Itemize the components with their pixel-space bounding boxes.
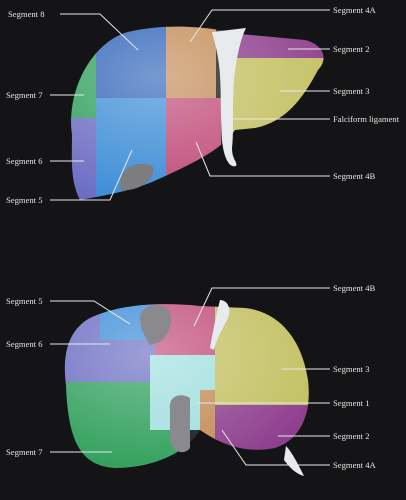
leader-top-segment-4a [189,9,330,43]
label-bottom-segment-5: Segment 5 [6,296,43,306]
gallbladder-shape [119,163,154,191]
labels-bottom: Segment 5 Segment 4B Segment 6 Segment 3… [6,283,377,470]
label-top-falciform: Falciform ligament [333,114,400,124]
label-top-segment-6: Segment 6 [6,156,43,166]
label-top-segment-4a: Segment 4A [333,5,377,15]
label-bottom-segment-1: Segment 1 [333,398,370,408]
label-top-segment-8: Segment 8 [8,9,45,19]
label-top-segment-7: Segment 7 [6,90,43,100]
ligament-tip-shape [284,446,304,476]
label-bottom-segment-6: Segment 6 [6,339,43,349]
label-top-segment-3: Segment 3 [333,86,370,96]
label-bottom-segment-4b: Segment 4B [333,283,376,293]
vessel-portal-shape [169,395,190,453]
label-top-segment-2: Segment 2 [333,44,370,54]
leader-lines [50,9,330,466]
label-bottom-segment-7: Segment 7 [6,447,43,457]
label-top-segment-5: Segment 5 [6,195,43,205]
label-top-segment-4b: Segment 4B [333,171,376,181]
vessel-ivc-shape [140,305,172,345]
leader-top-segment-8 [60,13,139,51]
leader-bottom-segment-4a [221,429,330,466]
leader-top-segment-4b [195,141,330,177]
leader-bottom-segment-4b [193,287,330,327]
label-bottom-segment-3: Segment 3 [333,364,370,374]
label-bottom-segment-2: Segment 2 [333,431,370,441]
label-bottom-segment-4a: Segment 4A [333,460,377,470]
liver-inferior-segments [64,304,309,468]
labels-top: Segment 8 Segment 4A Segment 2 Segment 7… [6,5,400,205]
ligament-inferior-shape [210,300,230,350]
liver-inferior-view [64,300,309,476]
leader-top-segment-5 [50,149,133,201]
leader-bottom-segment-5 [50,300,131,325]
falciform-ligament-shape [212,28,246,167]
